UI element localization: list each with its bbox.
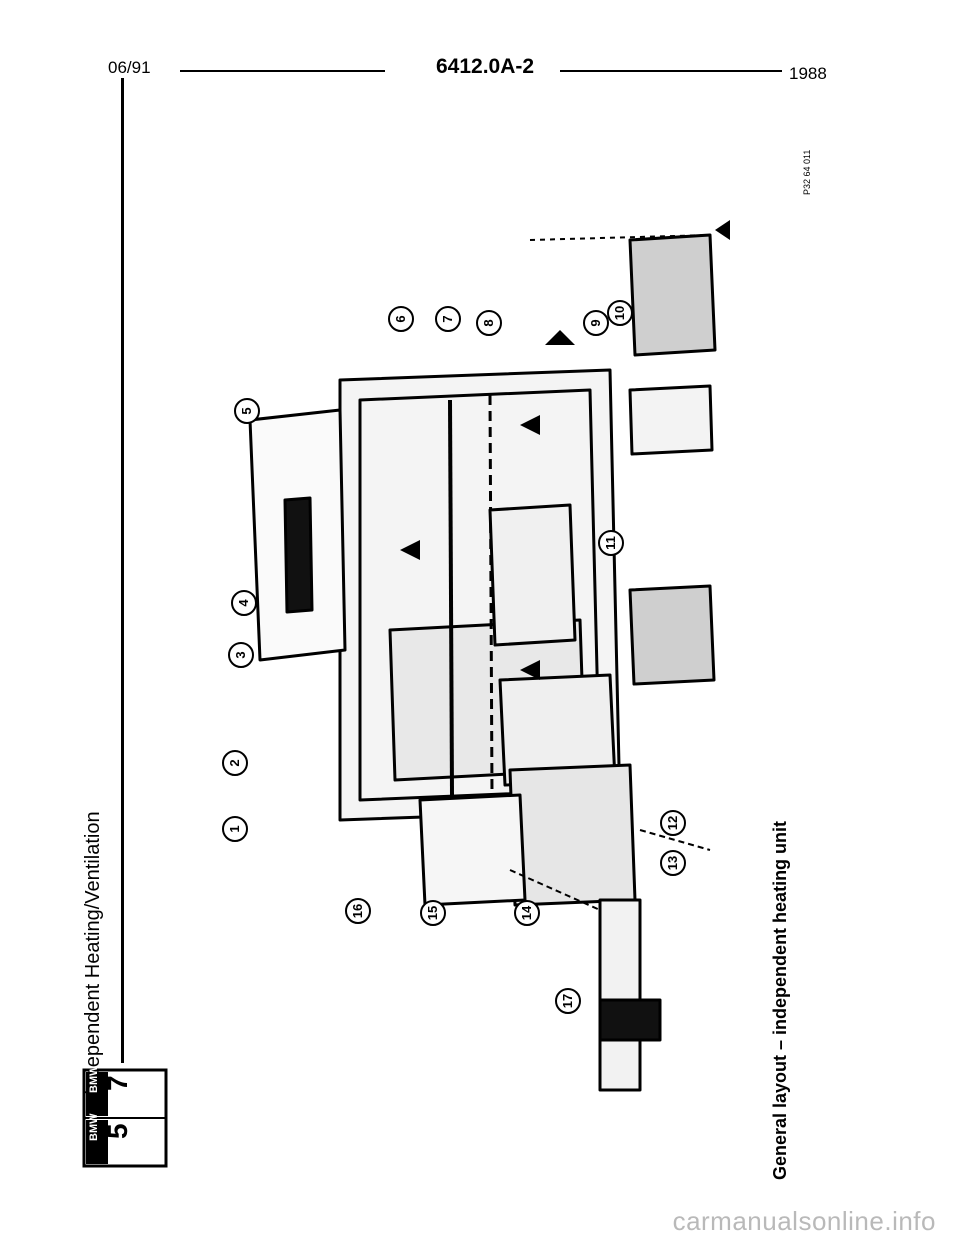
callout-8: 8 bbox=[476, 310, 502, 336]
callout-14: 14 bbox=[514, 900, 540, 926]
callout-7: 7 bbox=[435, 306, 461, 332]
callout-9: 9 bbox=[583, 310, 609, 336]
header-doc-code: 6412.0A-2 bbox=[436, 55, 535, 78]
header-rule-right bbox=[560, 70, 782, 72]
section-title: Independent Heating/Ventilation bbox=[82, 811, 104, 1095]
logo-model-7: 7 bbox=[102, 1075, 133, 1091]
logo-brand-bottom: BMW bbox=[88, 1113, 100, 1141]
callout-3: 3 bbox=[228, 642, 254, 668]
header-rule-left bbox=[180, 70, 385, 72]
callout-6: 6 bbox=[388, 306, 414, 332]
callout-1: 1 bbox=[222, 816, 248, 842]
header-year: 1988 bbox=[789, 64, 827, 83]
figure-caption: General layout – independent heating uni… bbox=[770, 820, 790, 1180]
callout-17: 17 bbox=[555, 988, 581, 1014]
watermark: carmanualsonline.info bbox=[672, 1206, 936, 1236]
callout-15: 15 bbox=[420, 900, 446, 926]
logo-brand-top: BMW bbox=[88, 1068, 100, 1093]
figure-id: P32 64 011 bbox=[802, 149, 812, 195]
header-date: 06/91 bbox=[108, 58, 151, 77]
callout-4: 4 bbox=[231, 590, 257, 616]
callout-10: 10 bbox=[607, 300, 633, 326]
callout-11: 11 bbox=[598, 530, 624, 556]
callout-16: 16 bbox=[345, 898, 371, 924]
callout-13: 13 bbox=[660, 850, 686, 876]
callout-2: 2 bbox=[222, 750, 248, 776]
left-rule bbox=[121, 78, 124, 1063]
bmw-series-logo: BMW BMW 5 7 bbox=[82, 1068, 168, 1168]
heating-unit-diagram bbox=[248, 220, 730, 1092]
callout-12: 12 bbox=[660, 810, 686, 836]
callout-5: 5 bbox=[234, 398, 260, 424]
logo-model-5: 5 bbox=[102, 1123, 133, 1139]
